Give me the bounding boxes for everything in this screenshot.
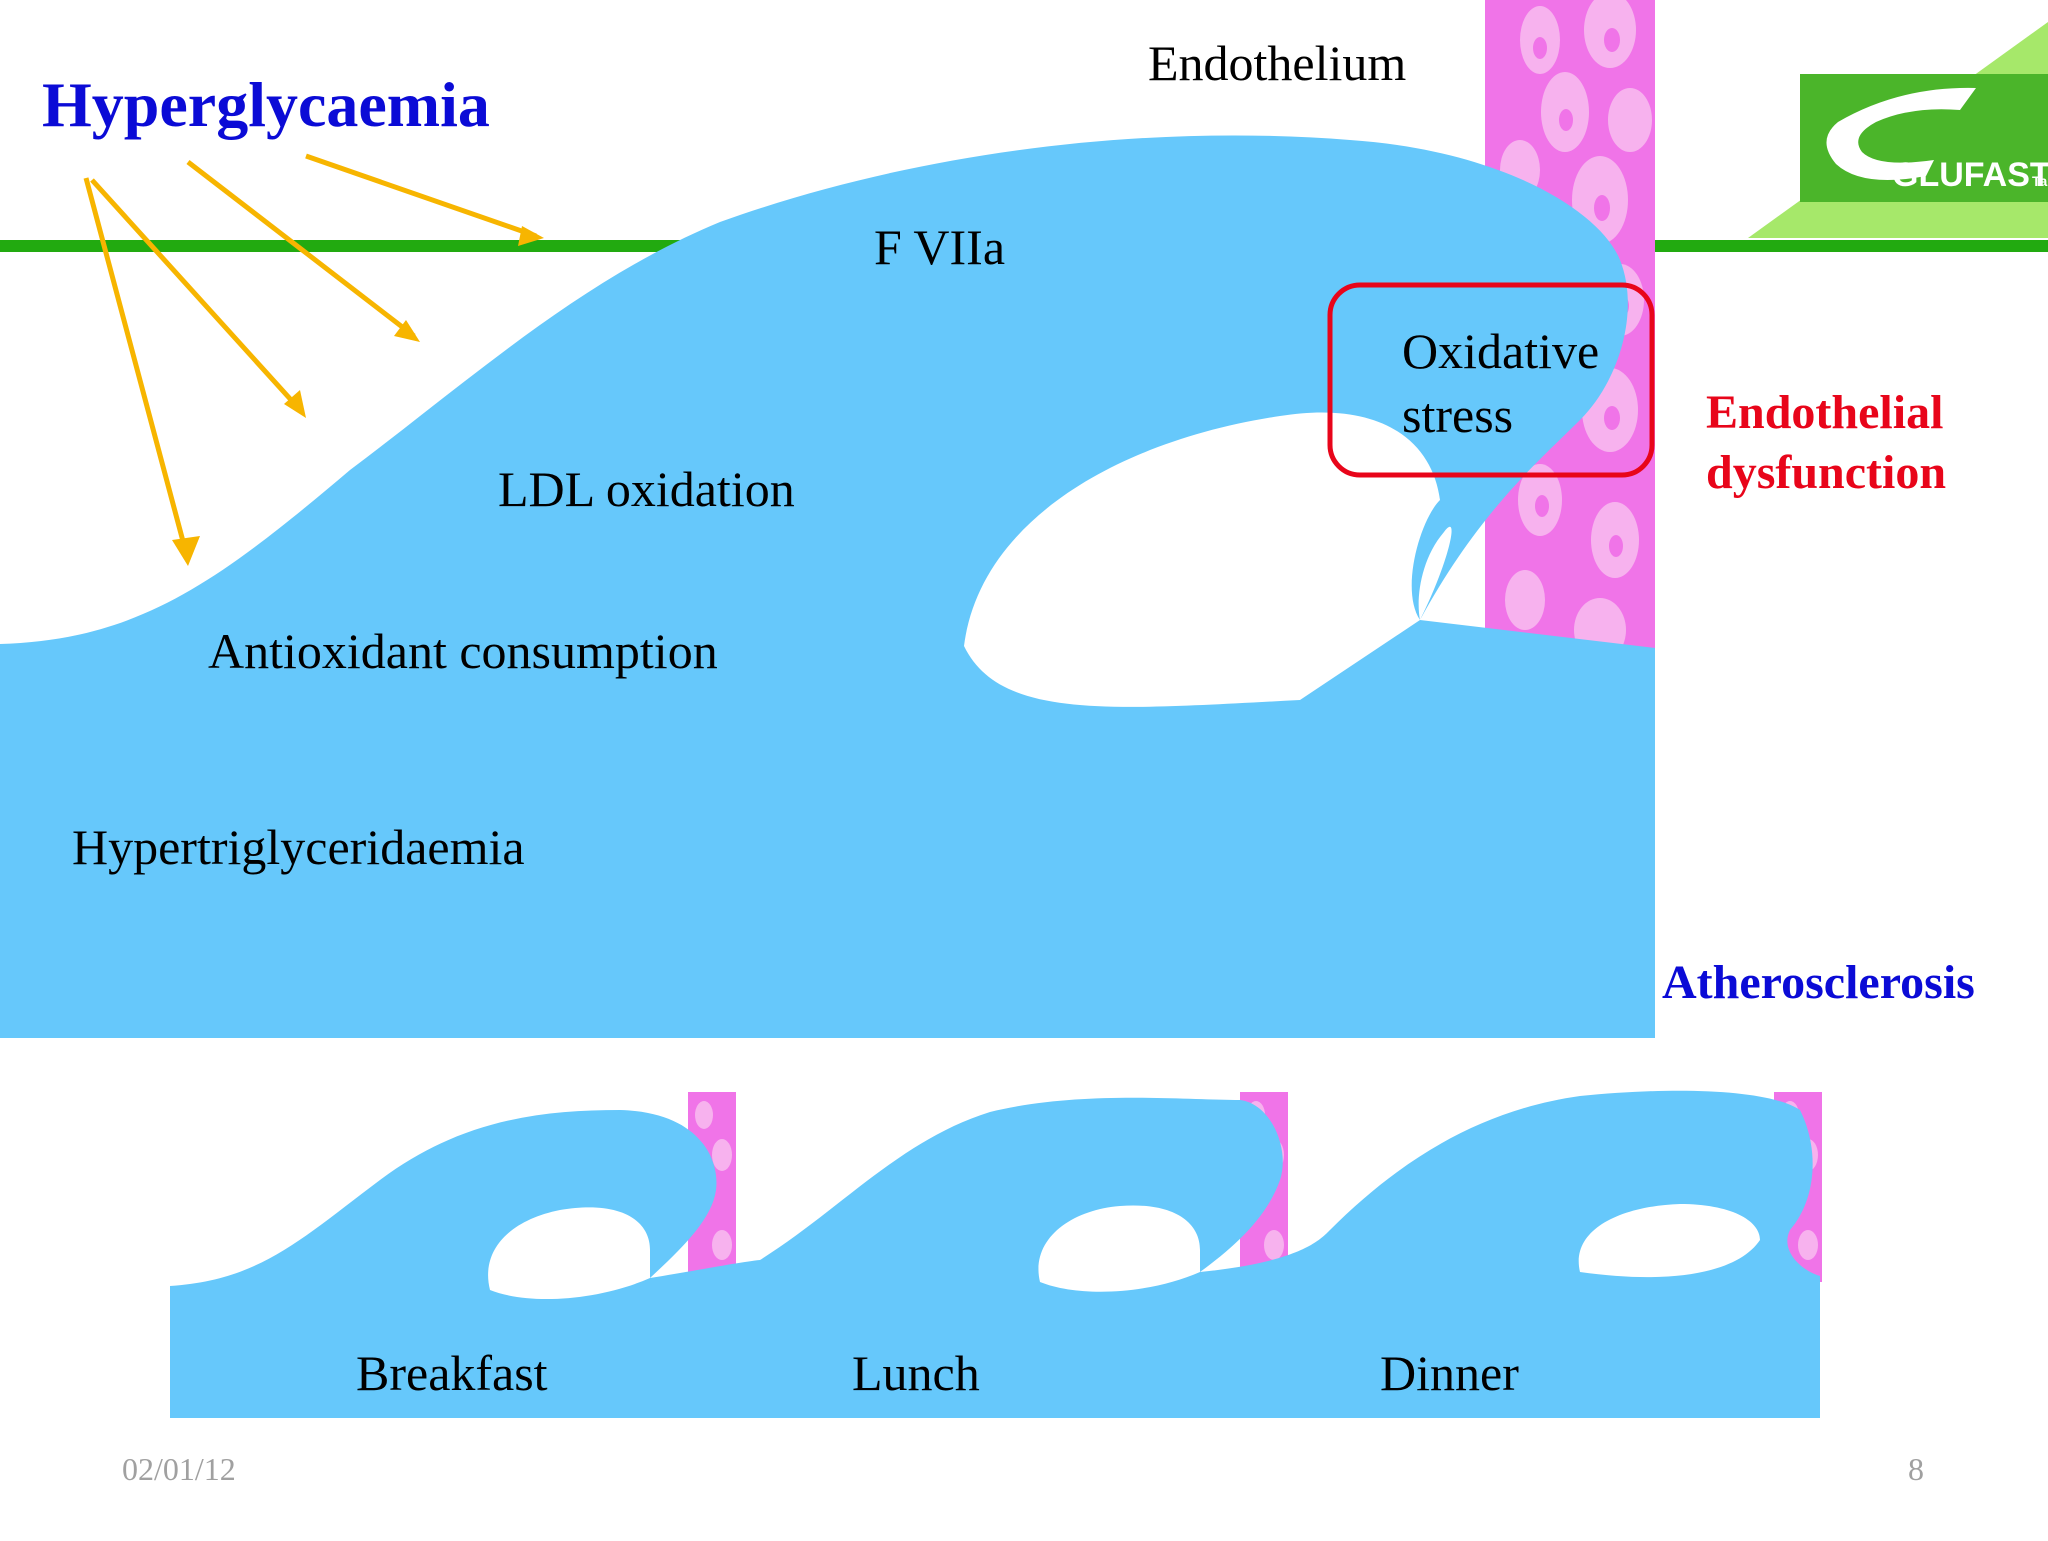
hyperglycaemia-arrows — [83, 153, 544, 566]
label-antioxidant: Antioxidant consumption — [208, 623, 718, 679]
large-wave — [0, 135, 1655, 1039]
small-waves — [170, 1090, 1820, 1418]
label-stress: stress — [1402, 387, 1513, 443]
label-atherosclerosis: Atherosclerosis — [1662, 956, 1975, 1009]
title-hyperglycaemia: Hyperglycaemia — [42, 69, 490, 140]
label-breakfast: Breakfast — [356, 1345, 548, 1401]
label-ldl-oxidation: LDL oxidation — [498, 461, 795, 517]
label-f7a: F VIIa — [874, 219, 1005, 275]
label-endothelium: Endothelium — [1148, 35, 1406, 91]
label-dinner: Dinner — [1380, 1345, 1519, 1401]
label-oxidative: Oxidative — [1402, 323, 1599, 379]
label-dysfunction: dysfunction — [1706, 446, 1946, 499]
footer-date: 02/01/12 — [122, 1451, 236, 1487]
logo-text: GLUFAST — [1892, 156, 2048, 194]
footer-page-number: 8 — [1908, 1451, 1924, 1487]
swoosh-icon — [1826, 87, 1976, 180]
glufast-logo: GLUFAST Tab. — [1748, 22, 2048, 238]
logo-suffix: Tab. — [2032, 173, 2048, 189]
label-lunch: Lunch — [852, 1345, 980, 1401]
oxidative-stress-box — [1327, 282, 1655, 478]
label-hypertriglyceridaemia: Hypertriglyceridaemia — [72, 819, 525, 875]
label-endothelial: Endothelial — [1706, 386, 1943, 439]
